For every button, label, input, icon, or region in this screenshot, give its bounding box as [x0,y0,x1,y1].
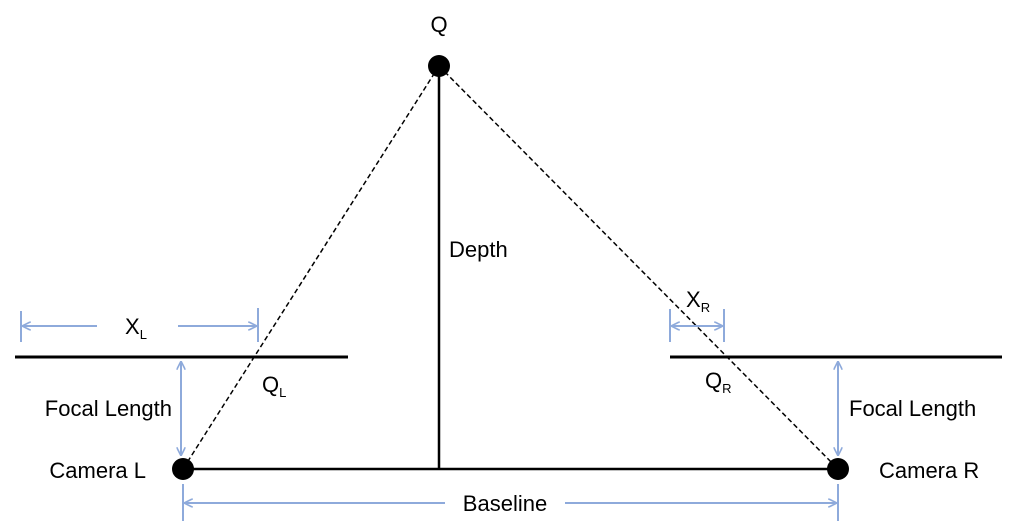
left-ray [182,65,440,470]
label-xl-sub: L [140,327,147,342]
label-depth: Depth [449,237,508,262]
label-camera-right: Camera R [879,458,979,483]
label-xl: XL [125,314,147,342]
camera-right-dot [827,458,849,480]
label-q: Q [430,12,447,37]
label-ql-main: Q [262,372,279,397]
label-camera-left: Camera L [49,458,146,483]
label-qr-sub: R [722,381,731,396]
label-baseline: Baseline [463,491,547,516]
label-ql-sub: L [279,385,286,400]
label-ql: QL [262,372,286,400]
label-focal-right: Focal Length [849,396,976,421]
label-xr: XR [686,287,710,315]
label-xl-main: X [125,314,140,339]
point-q-dot [428,55,450,77]
camera-left-dot [172,458,194,480]
label-qr: QR [705,368,732,396]
label-focal-left: Focal Length [45,396,172,421]
right-ray [438,65,839,470]
label-xr-main: X [686,287,701,312]
label-qr-main: Q [705,368,722,393]
label-xr-sub: R [701,300,710,315]
